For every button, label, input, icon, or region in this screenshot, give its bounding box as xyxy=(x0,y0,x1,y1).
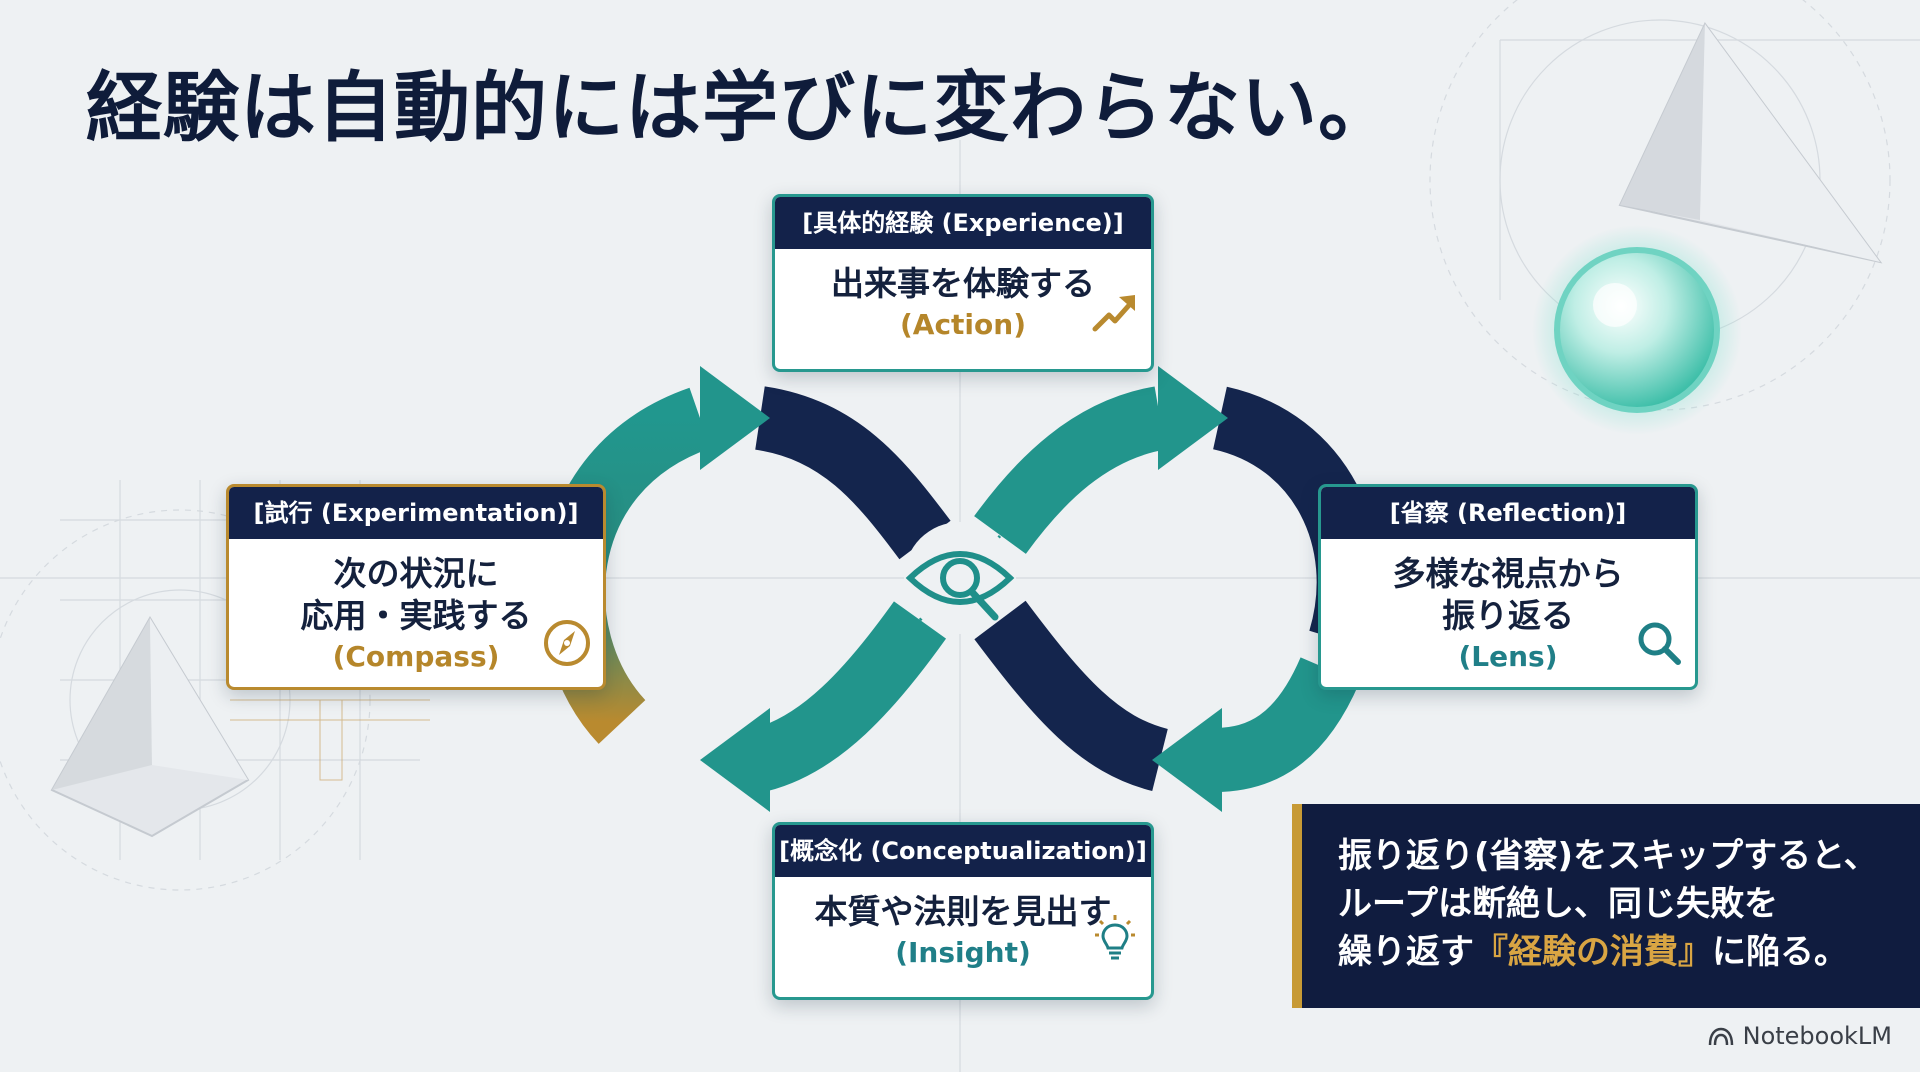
arrowhead-bottom-right xyxy=(1152,708,1222,812)
card-reflection-header: [省察 (Reflection)] xyxy=(1321,487,1695,539)
card-conceptualization-main: 本質や法則を見出す xyxy=(814,892,1112,931)
brand-watermark: NotebookLM xyxy=(1707,1022,1892,1050)
card-experience-header: [具体的経験 (Experience)] xyxy=(775,197,1151,249)
orb-decoration xyxy=(1532,225,1742,435)
card-experimentation-sub: (Compass) xyxy=(332,640,500,673)
loop-segment-center-right-down xyxy=(974,600,1169,792)
loop-segment-center-left-down xyxy=(751,601,947,792)
card-conceptualization: [概念化 (Conceptualization)] 本質や法則を見出す (Ins… xyxy=(772,822,1154,1000)
arrow-up-right-icon xyxy=(1092,295,1135,332)
loop-segment-right-lower xyxy=(1213,656,1360,792)
pyramid-decoration-right xyxy=(1618,22,1883,264)
callout-line-3-after: に陥る。 xyxy=(1712,932,1848,972)
callout-line-1: 振り返り(省察)をスキップすると、 xyxy=(1338,836,1878,876)
card-reflection-main-1: 多様な視点から xyxy=(1392,554,1624,593)
loop-segment-top-left xyxy=(754,386,951,560)
skip-reflection-callout: 振り返り(省察)をスキップすると、 ループは断絶し、同じ失敗を 繰り返す『経験の… xyxy=(1292,804,1920,1008)
pyramid-decoration-left xyxy=(50,616,250,838)
callout-emphasis: 『経験の消費』 xyxy=(1474,932,1712,972)
callout-line-2: ループは断絶し、同じ失敗を xyxy=(1338,884,1778,924)
arrowhead-bottom-left xyxy=(700,708,770,812)
card-experimentation-main-2: 応用・実践する xyxy=(300,596,532,635)
compass-icon xyxy=(544,620,590,666)
card-experimentation-header: [試行 (Experimentation)] xyxy=(229,487,603,539)
eye-magnifier-icon xyxy=(904,522,1016,634)
card-experience: [具体的経験 (Experience)] 出来事を体験する (Action) xyxy=(772,194,1154,372)
card-experience-sub: (Action) xyxy=(899,308,1026,341)
card-experience-main: 出来事を体験する xyxy=(831,264,1095,303)
magnifier-icon xyxy=(1638,622,1681,665)
card-reflection: [省察 (Reflection)] 多様な視点から 振り返る (Lens) xyxy=(1318,484,1698,690)
card-reflection-sub: (Lens) xyxy=(1458,640,1558,673)
arrowhead-top-right xyxy=(1158,366,1228,470)
arrowhead-top-left xyxy=(700,366,770,470)
card-conceptualization-header: [概念化 (Conceptualization)] xyxy=(775,825,1151,877)
card-reflection-main-2: 振り返る xyxy=(1442,596,1574,635)
brand-label: NotebookLM xyxy=(1742,1022,1892,1050)
lightbulb-icon xyxy=(1095,915,1135,960)
page-title: 経験は自動的には学びに変わらない。 xyxy=(86,63,1395,152)
card-experimentation: [試行 (Experimentation)] 次の状況に 応用・実践する (Co… xyxy=(226,484,606,690)
loop-segment-center-right-up xyxy=(974,386,1167,554)
callout-line-3: 繰り返す『経験の消費』に陥る。 xyxy=(1338,928,1920,976)
notebooklm-logo-icon xyxy=(1708,1027,1733,1046)
callout-line-3-before: 繰り返す xyxy=(1338,932,1474,972)
card-conceptualization-sub: (Insight) xyxy=(895,936,1031,969)
card-experimentation-main-1: 次の状況に xyxy=(333,554,499,593)
